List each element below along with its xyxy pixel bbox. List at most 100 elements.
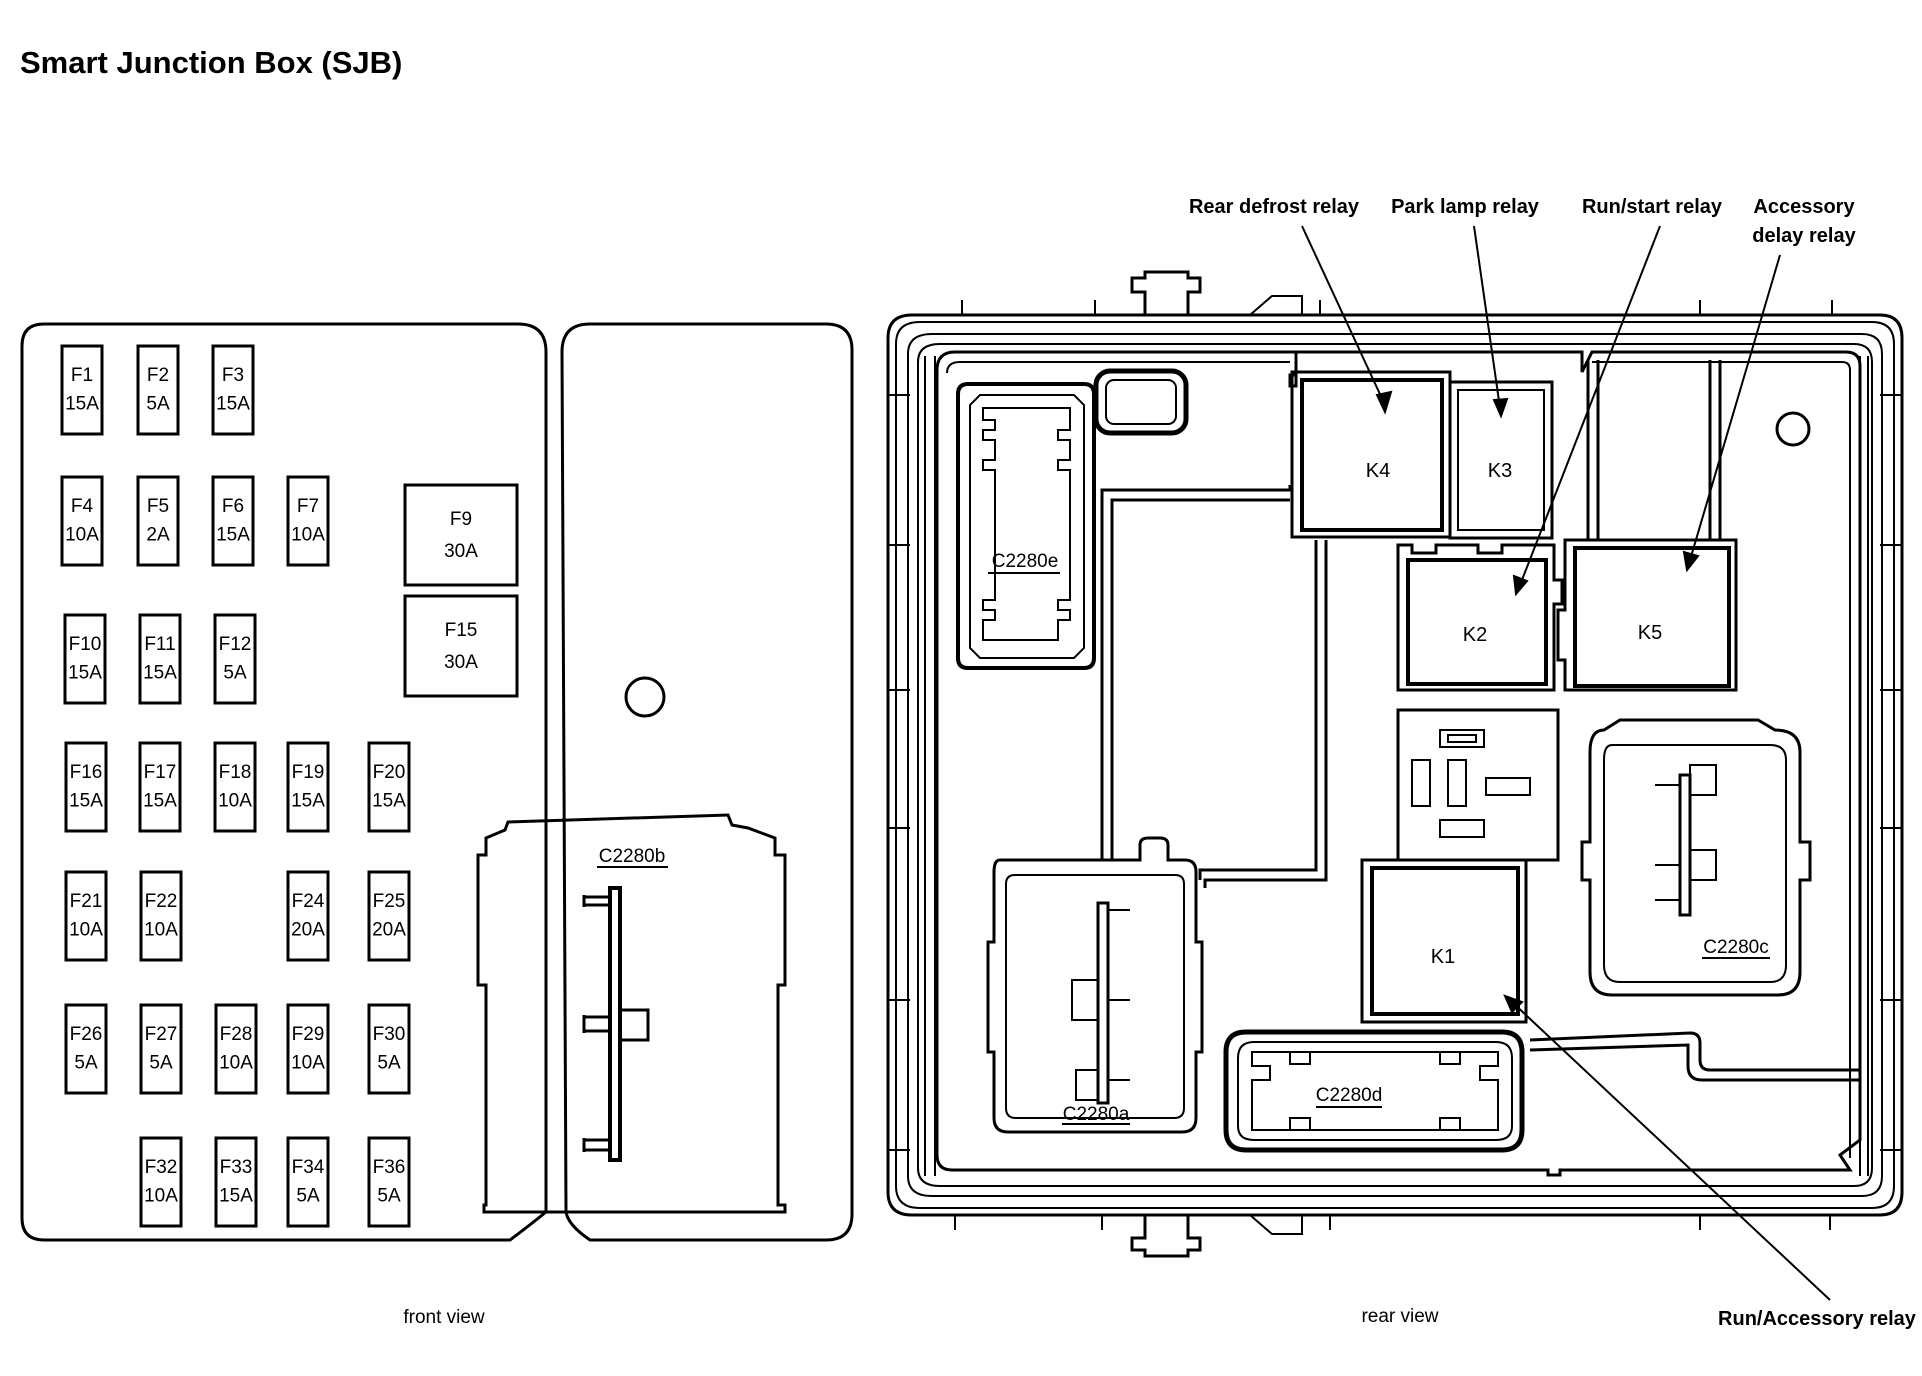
fuse-outline xyxy=(286,475,330,567)
fuse-rating: 10A xyxy=(144,1185,178,1206)
fuse-rating: 5A xyxy=(377,1185,401,1206)
fuse-rating: 5A xyxy=(296,1185,320,1206)
fuse-rating: 5A xyxy=(377,1052,401,1073)
connector-c2280a-label: C2280a xyxy=(1063,1104,1130,1125)
relay-k4 xyxy=(1290,370,1452,539)
connector-c2280b xyxy=(476,813,787,1214)
fuse-id: F1 xyxy=(71,365,93,386)
front-view-label: front view xyxy=(403,1307,485,1328)
callout-accessory-delay-relay-line1: Accessory xyxy=(1753,196,1855,218)
relay-k5-label: K5 xyxy=(1638,622,1662,644)
leader-lines xyxy=(1301,225,1831,1301)
fuse-outline xyxy=(367,1136,411,1228)
fuse-outline xyxy=(60,475,104,567)
connector-c2280b-label: C2280b xyxy=(599,846,666,867)
connector-c2280c-label: C2280c xyxy=(1703,937,1769,958)
callout-run-start-relay: Run/start relay xyxy=(1582,196,1723,218)
fuse-outline xyxy=(60,344,104,436)
fuse-rating: 15A xyxy=(372,790,406,811)
fuse-outline xyxy=(64,870,108,962)
fuse-rating: 15A xyxy=(65,393,99,414)
fuse-rating: 15A xyxy=(143,790,177,811)
connector-c2280a xyxy=(986,836,1204,1134)
fuse-outline xyxy=(367,1003,411,1095)
fuse-id: F19 xyxy=(292,762,325,783)
front-cover-left xyxy=(20,322,548,1242)
fuse-outline xyxy=(211,475,255,567)
fuse-id: F24 xyxy=(292,891,325,912)
fuse-outline xyxy=(139,1136,183,1228)
fuse-id: F4 xyxy=(71,496,94,517)
connector-c2280e-label: C2280e xyxy=(992,551,1059,572)
fuse-id: F22 xyxy=(145,891,178,912)
relay-block-center xyxy=(1396,708,1560,862)
front-view-panel xyxy=(20,322,854,1242)
fuse-id: F20 xyxy=(373,762,406,783)
fuse-outline xyxy=(403,483,519,587)
fuse-outline xyxy=(403,594,519,698)
mount-hole-front xyxy=(624,676,666,718)
fuse-id: F34 xyxy=(292,1157,325,1178)
fuse-id: F17 xyxy=(144,762,177,783)
rear-view-label: rear view xyxy=(1361,1306,1438,1327)
relay-k3 xyxy=(1448,380,1554,540)
front-cover-right xyxy=(560,322,854,1242)
fuse-outline xyxy=(214,1136,258,1228)
fuse-rating: 15A xyxy=(216,393,250,414)
relay-k1 xyxy=(1360,858,1528,1024)
relay-k2-label: K2 xyxy=(1463,624,1487,646)
callout-accessory-delay-relay-line2: delay relay xyxy=(1752,225,1856,247)
fuse-outline xyxy=(367,870,411,962)
fuse-rating: 5A xyxy=(223,662,247,683)
relay-k1-label: K1 xyxy=(1431,946,1455,968)
diagram-title: Smart Junction Box (SJB) xyxy=(20,45,402,80)
connector-c2280e xyxy=(956,382,1096,670)
fuse-rating: 20A xyxy=(372,919,406,940)
fuse-outline xyxy=(367,741,411,833)
fuse-outline xyxy=(64,741,108,833)
fuse-id: F10 xyxy=(69,634,102,655)
fuse-outline xyxy=(64,1003,108,1095)
fuse-rating: 15A xyxy=(69,790,103,811)
fuse-rating: 10A xyxy=(69,919,103,940)
fuse-id: F26 xyxy=(70,1024,103,1045)
fuse-id: F9 xyxy=(450,509,472,530)
fuse-id: F16 xyxy=(70,762,103,783)
relay-k2 xyxy=(1396,543,1564,692)
fuse-outline xyxy=(136,475,180,567)
fuse-id: F12 xyxy=(219,634,252,655)
fuse-id: F32 xyxy=(145,1157,178,1178)
fuse-outline xyxy=(286,1136,330,1228)
connector-c2280d-label: C2280d xyxy=(1316,1085,1383,1106)
relay-k5 xyxy=(1556,538,1738,692)
fuse-id: F15 xyxy=(445,620,478,641)
fuse-rating: 10A xyxy=(219,1052,253,1073)
fuse-outline xyxy=(286,1003,330,1095)
fuse-outline xyxy=(63,613,107,705)
fuse-outline xyxy=(139,1003,183,1095)
connector-c2280d xyxy=(1223,1029,1525,1153)
fuse-outline xyxy=(213,741,257,833)
fuse-id: F5 xyxy=(147,496,169,517)
fuse-outline xyxy=(213,613,257,705)
fuse-rating: 2A xyxy=(146,524,170,545)
